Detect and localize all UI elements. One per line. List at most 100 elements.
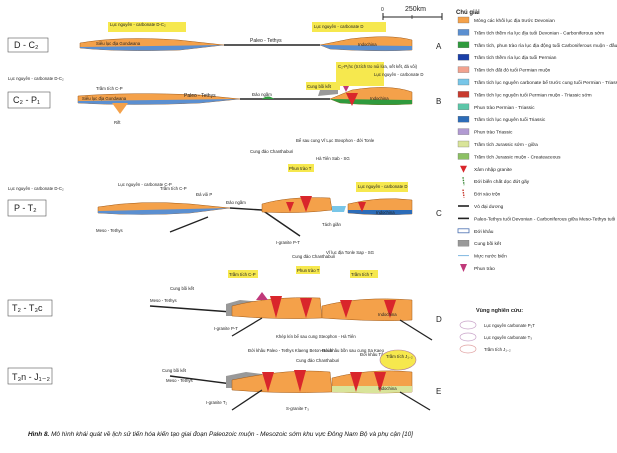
legend-item: Trầm tích, phun trào rìa lục địa động tu… <box>457 41 617 49</box>
legend-symbol <box>457 29 470 36</box>
panel-b-cp-hc: C₂-P₁hc (tr.tích tro núi lửa, sết kết, đ… <box>338 64 418 69</box>
panel-d-tt-cp: Trầm tích C-P <box>229 272 256 277</box>
legend-label: Móng các khối lục địa trước Devonian <box>474 18 555 24</box>
panel-b-gondwana: Siêu lục địa Gondwana <box>82 96 127 101</box>
panel-letter-a: A <box>436 42 442 51</box>
panel-c: P - T₂ Lục nguyên - carbonate D-C₂ Lục n… <box>7 138 442 245</box>
panel-d-indochina: Indochina <box>378 312 397 317</box>
legend-item: Trầm tích lục nguyên tuổi Triassic <box>457 116 546 123</box>
panel-c-cung-dao: Cung đảo Chanthaburi <box>250 149 293 154</box>
panel-a-tethys: Paleo - Tethys <box>250 38 282 44</box>
legend-title: Chú giải <box>456 10 480 16</box>
legend-label: Trầm tích lục nguyên carbonate bể trước … <box>474 79 617 86</box>
legend-item: Xâm nhập granite <box>460 165 512 173</box>
legend-label: Phun trào Triassic <box>474 130 513 136</box>
legend-item: Trầm tích thềm rìa lục địa tuổi Permian <box>457 54 557 61</box>
legend-symbol <box>457 128 470 135</box>
legend-symbol <box>457 116 470 123</box>
legend-label: Trầm tích Jurassic muộn - Createaceous <box>474 154 561 160</box>
panel-c-da-voi: Đá vôi P <box>196 192 212 197</box>
panel-c-carb-dc: Lục nguyên - carbonate D-C₂ <box>8 186 64 191</box>
panel-c-ha-tien: Hà Tiên Sab - SG <box>316 156 350 161</box>
panel-b-cp: Trầm tích C-P <box>96 86 123 91</box>
legend-item: Trầm tích Jurassic muộn - Createaceous <box>457 153 561 160</box>
legend-item: Vỏ đại dương <box>458 203 504 210</box>
panel-c-dao-ngam: Đảo ngầm <box>226 200 246 205</box>
panel-letter-c: C <box>436 209 442 218</box>
legend-label: Trầm tích thềm rìa lục địa tuổi Devonian… <box>474 29 604 36</box>
legend-symbol <box>457 91 470 98</box>
panel-d-cung-boi-ket: Cung bồi kết <box>170 286 195 291</box>
panel-e-cung-dao: Cung đảo Chanthaburi <box>296 358 339 363</box>
panel-b-rift: Rift <box>114 120 121 125</box>
stage-label-a: D - C₂ <box>14 40 39 50</box>
panel-b-cung-boi-ket: Cung bồi kết <box>307 84 332 89</box>
legend-item: Phun trào <box>460 264 495 272</box>
legend-label: Phun trào <box>474 266 495 272</box>
legend-label: Trầm tích, phun trào rìa lục địa động tu… <box>474 42 617 49</box>
panel-d-khep-kin: Khép kín bể sau cung Steophon - Hà Tiên <box>276 334 356 339</box>
panel-e-meso: Meso - Tethys <box>166 378 193 383</box>
legend-label: Cung bồi kết <box>474 241 502 247</box>
panel-c-igranite: I-granite P-T <box>276 240 300 245</box>
study-areas: Vùng nghiên cứu: Lục nguyên carbonate P₂… <box>459 308 535 354</box>
legend-item: Đới khâu <box>457 228 494 235</box>
panel-c-be-sau: Bể sau cung Vĩ Lục Steophon - đới Tonle <box>296 138 375 143</box>
legend-item: Trầm tích Jurassic sớm - giữa <box>457 140 538 148</box>
legend-symbol <box>462 189 465 198</box>
panel-b-carb1: Lục nguyên - carbonate D-C₂ <box>8 76 64 81</box>
panel-b-indochina: Indochina <box>370 96 389 101</box>
panel-a-indochina: Indochina <box>358 42 377 47</box>
legend-item: Trầm tích đất đỏ tuổi Permian muộn <box>457 66 551 74</box>
panel-c-carb-d: Lục nguyên - carbonate D <box>358 184 407 189</box>
legend-item: Trầm tích lục nguyên carbonate bể trước … <box>457 78 617 86</box>
panel-e: T₃n - J₁₋₂ Cung bồi kết Meso - Tethys Đớ… <box>7 348 441 411</box>
legend-symbol <box>457 66 470 73</box>
panel-letter-b: B <box>436 97 441 106</box>
panel-d-tram-tich-t: Trầm tích T <box>351 272 373 277</box>
panel-a-carb2: Lục nguyên - carbonate D <box>314 24 363 29</box>
caption-text: Mô hình khái quát về lịch sử tiến hóa ki… <box>49 431 413 438</box>
legend-item: Đới biến chất dọc đứt gãy <box>462 177 530 186</box>
legend-item: Trầm tích thềm rìa lục địa tuổi Devonian… <box>457 29 604 36</box>
panel-e-indochina: Indochina <box>378 386 397 391</box>
panel-d: T₂ - T₃c Cung bồi kết Meso - Tethys Cung… <box>7 250 442 341</box>
legend-symbol <box>457 78 470 86</box>
stage-label-d: T₂ - T₃c <box>12 303 43 313</box>
panel-b-tethys: Paleo - Tethys <box>184 93 216 99</box>
study-item-1: Lục nguyên carbonate P₂T <box>484 323 535 328</box>
scale-label: 250km <box>405 6 426 13</box>
panel-letter-e: E <box>436 387 441 396</box>
panel-e-doi-khau3: Đới khâu Tây Ninh <box>360 352 396 357</box>
legend-label: Đới xáo trộn <box>474 192 501 198</box>
panel-c-indochina: Indochina <box>376 210 395 215</box>
legend-symbol <box>457 41 470 48</box>
panel-e-sgranite: S-granite T₃ <box>286 406 309 411</box>
stage-label-b: C₂ - P₁ <box>13 95 40 105</box>
caption-bold: Hình 8. <box>28 431 50 438</box>
legend-item: Trầm tích lục nguyên tuổi Permian muộn -… <box>457 91 592 98</box>
legend-symbol <box>457 153 470 160</box>
legend: Chú giải Móng các khối lục địa trước Dev… <box>456 10 617 272</box>
legend-symbol <box>460 165 467 173</box>
panel-c-carb-cp: Lục nguyên - carbonate C-P <box>118 182 172 187</box>
panel-letter-d: D <box>436 315 442 324</box>
legend-symbol <box>462 177 465 186</box>
panel-a: D - C₂ Lục nguyên - carbonate D-C₂ Siêu … <box>7 22 442 53</box>
legend-label: Trầm tích đất đỏ tuổi Permian muộn <box>474 67 551 74</box>
stage-label-e: T₃n - J₁₋₂ <box>12 372 50 382</box>
legend-item: Paleo-Tethys tuổi Devonian - Carbonifero… <box>458 215 617 222</box>
legend-label: Đới khâu <box>474 229 494 235</box>
legend-label: Phun trào Permian - Triassic <box>474 105 535 111</box>
legend-symbol <box>457 140 470 148</box>
panel-c-tach-gian: Tách giãn <box>322 222 341 227</box>
panel-b-carb2: Lục nguyên - carbonate D <box>374 72 423 77</box>
legend-item: Đới xáo trộn <box>462 189 501 198</box>
legend-item: Phun trào Permian - Triassic <box>457 103 535 111</box>
figure-caption: Hình 8. Mô hình khái quát về lịch sử tiế… <box>28 431 608 438</box>
study-title: Vùng nghiên cứu: <box>476 308 523 314</box>
scale-bar: 0 250km <box>381 6 443 20</box>
legend-symbol <box>457 228 470 234</box>
legend-label: Đới biến chất dọc đứt gãy <box>474 179 530 185</box>
